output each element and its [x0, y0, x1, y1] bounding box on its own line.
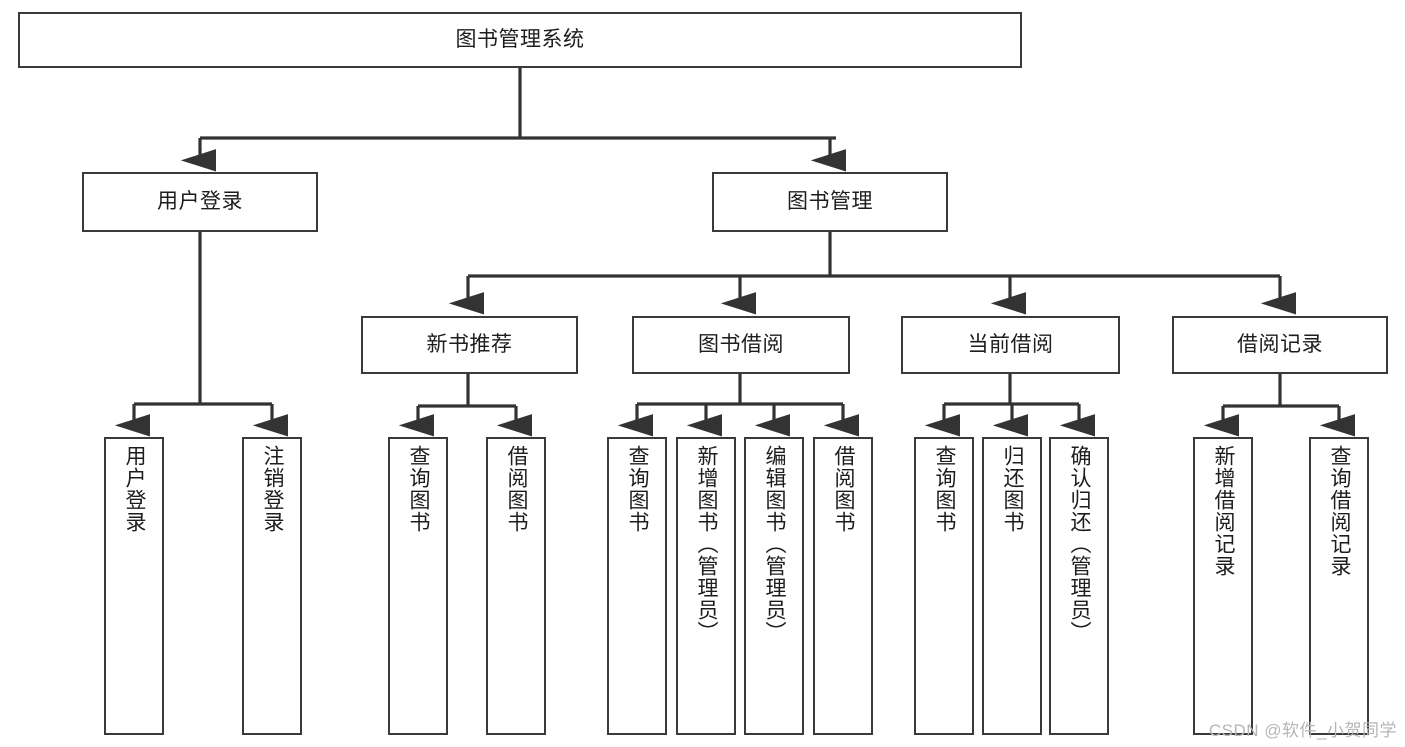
- node-leaf-query-book-3[interactable]: 查询图书: [914, 437, 974, 735]
- watermark-text: CSDN @软件_小贺同学: [1208, 721, 1397, 740]
- node-label: 借阅图书: [832, 445, 856, 533]
- node-book-borrow[interactable]: 图书借阅: [632, 316, 850, 374]
- node-root[interactable]: 图书管理系统: [18, 12, 1022, 68]
- node-leaf-borrow-book-2[interactable]: 借阅图书: [813, 437, 873, 735]
- node-current-borrow[interactable]: 当前借阅: [901, 316, 1120, 374]
- node-leaf-return-book[interactable]: 归还图书: [982, 437, 1042, 735]
- node-leaf-logout[interactable]: 注销登录: [242, 437, 302, 735]
- node-label: 借阅图书: [505, 445, 529, 533]
- node-leaf-edit-book[interactable]: 编辑图书（管理员）: [744, 437, 804, 735]
- node-label: 图书借阅: [698, 332, 784, 356]
- node-label: 图书管理: [787, 189, 873, 213]
- node-label: 编辑图书（管理员）: [763, 445, 787, 643]
- node-label: 新书推荐: [426, 332, 513, 356]
- node-label: 查询图书: [933, 445, 957, 533]
- node-label: 图书管理系统: [455, 27, 585, 51]
- node-leaf-user-login[interactable]: 用户登录: [104, 437, 164, 735]
- node-label: 用户登录: [157, 189, 243, 213]
- node-label: 查询图书: [626, 445, 650, 533]
- node-label: 当前借阅: [967, 332, 1054, 356]
- node-label: 用户登录: [123, 445, 147, 533]
- node-leaf-add-book[interactable]: 新增图书（管理员）: [676, 437, 736, 735]
- node-new-book-rec[interactable]: 新书推荐: [361, 316, 578, 374]
- node-label: 归还图书: [1001, 445, 1025, 533]
- node-book-manage[interactable]: 图书管理: [712, 172, 948, 232]
- node-borrow-record[interactable]: 借阅记录: [1172, 316, 1388, 374]
- node-leaf-query-record[interactable]: 查询借阅记录: [1309, 437, 1369, 735]
- node-label: 新增借阅记录: [1212, 445, 1236, 577]
- node-label: 查询借阅记录: [1328, 445, 1352, 577]
- node-label: 确认归还（管理员）: [1068, 445, 1092, 643]
- node-label: 新增图书（管理员）: [695, 445, 719, 643]
- node-leaf-borrow-book-1[interactable]: 借阅图书: [486, 437, 546, 735]
- node-leaf-query-book-2[interactable]: 查询图书: [607, 437, 667, 735]
- node-leaf-confirm-return[interactable]: 确认归还（管理员）: [1049, 437, 1109, 735]
- node-user-login[interactable]: 用户登录: [82, 172, 318, 232]
- node-label: 查询图书: [407, 445, 431, 533]
- node-leaf-add-record[interactable]: 新增借阅记录: [1193, 437, 1253, 735]
- node-label: 注销登录: [261, 445, 285, 533]
- node-leaf-query-book-1[interactable]: 查询图书: [388, 437, 448, 735]
- node-label: 借阅记录: [1237, 332, 1323, 356]
